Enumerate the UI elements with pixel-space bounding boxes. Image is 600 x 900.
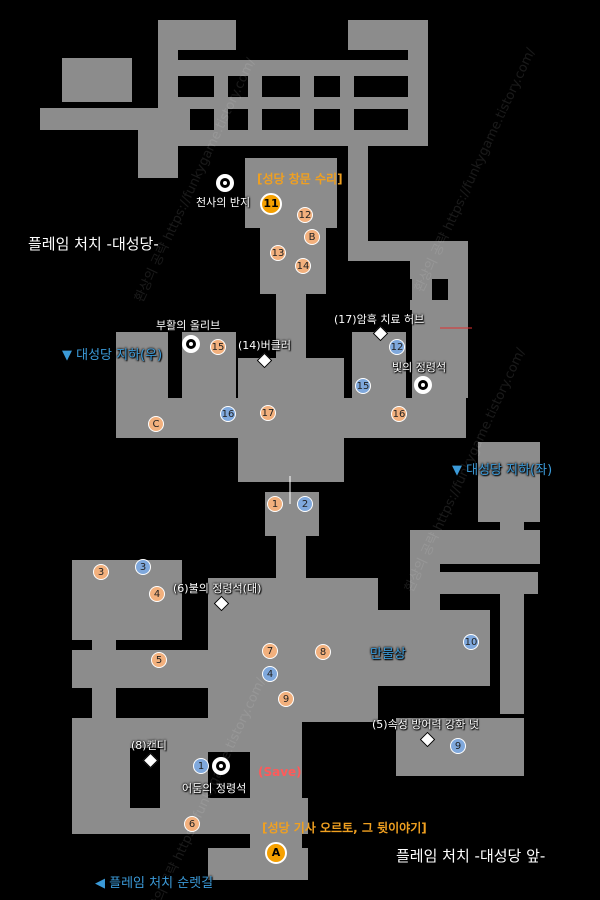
olive-icon[interactable] bbox=[182, 335, 200, 353]
blue-marker[interactable]: 15 bbox=[355, 378, 371, 394]
quest-marker-11[interactable]: 11 bbox=[260, 193, 282, 215]
map-title-cathedral: 플레임 처치 -대성당- bbox=[28, 235, 159, 253]
blue-marker[interactable]: 4 bbox=[262, 666, 278, 682]
orange-marker[interactable]: 14 bbox=[295, 258, 311, 274]
dark-spirit-label: 어둠의 정령석 bbox=[182, 782, 247, 795]
orange-marker[interactable]: 12 bbox=[297, 207, 313, 223]
orange-marker[interactable]: 6 bbox=[184, 816, 200, 832]
dark-spirit-icon[interactable] bbox=[212, 757, 230, 775]
orange-marker[interactable]: 16 bbox=[391, 406, 407, 422]
blue-marker[interactable]: 2 bbox=[297, 496, 313, 512]
angel-ring-label: 천사의 반지 bbox=[196, 196, 251, 209]
blue-marker[interactable]: 16 bbox=[220, 406, 236, 422]
olive-label: 부활의 올리브 bbox=[156, 319, 221, 332]
quest-knight-story[interactable]: [성당 기사 오르토, 그 뒷이야기] bbox=[262, 821, 427, 835]
orange-marker[interactable]: 15 bbox=[210, 339, 226, 355]
orange-marker[interactable]: 8 bbox=[315, 644, 331, 660]
orange-marker[interactable]: 17 bbox=[260, 405, 276, 421]
item-17-label: (17)암흑 치료 허브 bbox=[334, 313, 425, 326]
item-14-label: (14)버클러 bbox=[238, 339, 291, 352]
merchant-label[interactable]: 만물상 bbox=[370, 647, 406, 662]
orange-marker[interactable]: 9 bbox=[278, 691, 294, 707]
orange-marker[interactable]: 13 bbox=[270, 245, 286, 261]
angel-ring-icon[interactable] bbox=[216, 174, 234, 192]
exit-basement-right[interactable]: ▼ 대성당 지하(우) bbox=[62, 348, 163, 363]
orange-marker[interactable]: 4 bbox=[149, 586, 165, 602]
light-spirit-icon[interactable] bbox=[414, 376, 432, 394]
orange-marker[interactable]: C bbox=[148, 416, 164, 432]
light-spirit-label: 빛의 정령석 bbox=[392, 361, 447, 374]
exit-patrol-road[interactable]: ◀ 플레임 처치 순렛길 bbox=[95, 876, 214, 891]
map-title-front: 플레임 처치 -대성당 앞- bbox=[396, 847, 546, 865]
blue-marker[interactable]: 9 bbox=[450, 738, 466, 754]
item-5-label: (5)속성 방어력 강화 넛 bbox=[372, 718, 480, 731]
blue-marker[interactable]: 3 bbox=[135, 559, 151, 575]
orange-marker[interactable]: 3 bbox=[93, 564, 109, 580]
quest-window-repair[interactable]: [성당 창문 수리] bbox=[257, 172, 343, 186]
orange-marker[interactable]: 1 bbox=[267, 496, 283, 512]
orange-marker[interactable]: 5 bbox=[151, 652, 167, 668]
blue-marker[interactable]: 1 bbox=[193, 758, 209, 774]
blue-marker[interactable]: 10 bbox=[463, 634, 479, 650]
quest-marker-A[interactable]: A bbox=[265, 842, 287, 864]
orange-marker[interactable]: B bbox=[304, 229, 320, 245]
item-8-label: (8)캔디 bbox=[131, 739, 167, 752]
item-6-label: (6)불의 정령석(대) bbox=[173, 582, 262, 595]
orange-marker[interactable]: 7 bbox=[262, 643, 278, 659]
exit-basement-left[interactable]: ▼ 대성당 지하(좌) bbox=[452, 463, 553, 478]
blue-marker[interactable]: 12 bbox=[389, 339, 405, 355]
save-point-label[interactable]: (Save) bbox=[258, 765, 302, 779]
